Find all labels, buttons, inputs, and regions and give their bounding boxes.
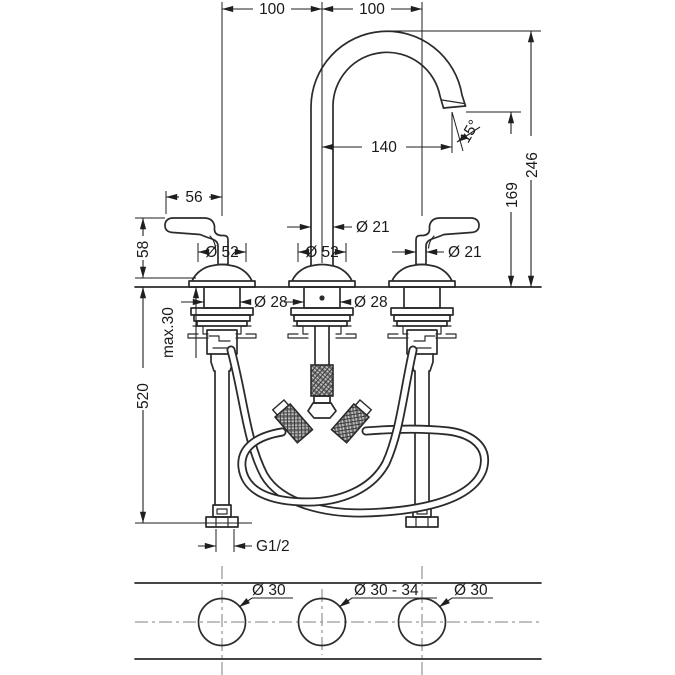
left-valve-unit [187, 286, 257, 528]
y-hub [307, 402, 337, 419]
braided-fitting-right [330, 398, 373, 444]
spout [310, 30, 467, 266]
spout-aerator-line [441, 99, 465, 105]
label-hole-left: Ø 30 [252, 582, 286, 599]
spout-inner-profile [332, 51, 445, 266]
right-flange-plate-3 [396, 320, 448, 327]
right-escutcheon [388, 263, 456, 288]
center-shank-screw [319, 295, 325, 301]
left-pipe-end-detail [216, 508, 228, 515]
left-flange-plate-1 [190, 307, 254, 316]
label-hole-center: Ø 30 - 34 [354, 582, 419, 599]
braided-fitting-vertical [310, 364, 334, 397]
spout-outer-profile [310, 30, 467, 266]
dim-spout-reach: 140 [371, 139, 397, 156]
center-flange-plate-2 [293, 314, 351, 322]
center-mount-screws [287, 325, 357, 339]
handle-height-extensions [135, 217, 196, 279]
dim-escutcheon-dia-left: Ø 52 [205, 244, 239, 261]
dim-spout-pipe-dia: Ø 21 [356, 219, 390, 236]
center-spout-unit [287, 286, 357, 366]
left-flange-plate-3 [196, 320, 248, 327]
dim-shank-dia-center: Ø 28 [354, 294, 388, 311]
plan-view: Ø 30 Ø 30 - 34 Ø 30 [134, 566, 542, 675]
dim-spacing-left: 100 [259, 1, 285, 18]
right-lever [415, 217, 480, 266]
right-valve-detail [413, 335, 436, 349]
thread-extension-lines [215, 529, 235, 552]
braided-fitting-left [271, 398, 314, 444]
hose-right [239, 347, 416, 505]
left-lever [164, 217, 229, 266]
left-drill-hole [197, 597, 247, 647]
right-flange-plate-1 [390, 307, 454, 316]
left-handle [164, 217, 229, 266]
spout-outlet-face [442, 105, 467, 109]
center-escutcheon [288, 263, 356, 288]
right-hex-nut [405, 516, 439, 528]
hose-left [228, 347, 488, 516]
left-hex-nut [205, 516, 239, 528]
dim-hose-length: 520 [135, 383, 152, 409]
front-view: 100 100 140 15° 169 246 [134, 1, 542, 555]
top-extension-lines [221, 2, 423, 263]
left-flange-plate-2 [193, 314, 251, 322]
lever-extension-lines [165, 2, 223, 216]
left-lever-detail [209, 235, 217, 249]
dimensions: 100 100 140 15° 169 246 [135, 1, 541, 555]
dim-shank-dia-left: Ø 28 [254, 294, 288, 311]
left-hex-facets [215, 516, 229, 528]
dim-outlet-height: 169 [504, 182, 521, 208]
left-escutcheon [188, 263, 256, 288]
left-valve-detail [208, 335, 231, 349]
dim-handle-length: 56 [185, 189, 202, 206]
y-collar-top [313, 395, 331, 404]
right-mount-screws [387, 325, 457, 339]
right-supply-pipe [414, 370, 430, 506]
left-supply-pipe [214, 370, 230, 506]
dim-total-height: 246 [524, 152, 541, 178]
dim-max-mounting-depth: max.30 [160, 307, 177, 358]
angle-reference-lines [451, 111, 464, 153]
label-hole-right: Ø 30 [454, 582, 488, 599]
left-valve-body [206, 329, 238, 355]
dim-handle-height: 58 [135, 241, 152, 258]
left-pipe-end [212, 504, 232, 518]
dim-thread-size: G1/2 [256, 538, 290, 555]
dim-escutcheon-dia-center: Ø 52 [305, 244, 339, 261]
hose-loop [226, 345, 489, 518]
right-handle [415, 217, 480, 266]
right-lever-detail [427, 235, 435, 249]
center-flange-plate-3 [296, 320, 348, 327]
center-outlet-tube [314, 325, 330, 366]
left-shank [203, 286, 241, 309]
deck-band-lines [134, 582, 542, 660]
left-mount-screws [187, 325, 257, 339]
right-valve-body [406, 329, 438, 355]
center-flange-plate-1 [290, 307, 354, 316]
dim-spacing-right: 100 [359, 1, 385, 18]
right-hex-facets [415, 516, 429, 528]
right-shank [403, 286, 441, 309]
right-flange-plate-2 [393, 314, 451, 322]
center-y-connector [271, 364, 373, 444]
dim-handle-stem-dia: Ø 21 [448, 244, 482, 261]
center-drill-hole [297, 597, 347, 647]
escutcheons [188, 263, 456, 288]
